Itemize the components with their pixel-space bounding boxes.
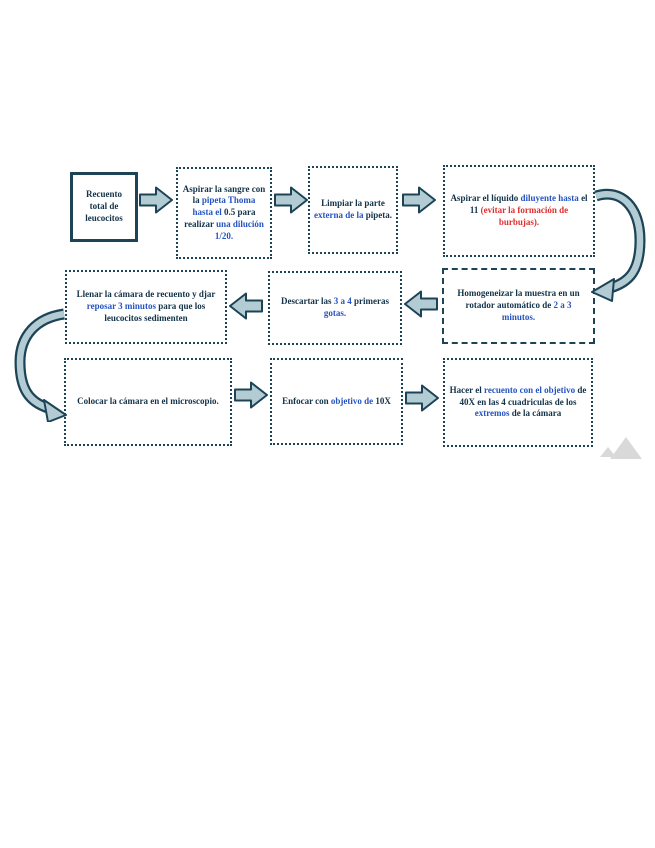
flow-step-llenar-camara-box: Llenar la cámara de recuento y djar repo… (65, 270, 227, 344)
flow-step-recuento-total-box: Recuento total de leucocitos (70, 172, 138, 242)
flow-step-homogeneizar-box: Homogeneizar la muestra en un rotador au… (442, 268, 595, 344)
flow-step-llenar-camara-text: Llenar la cámara de recuento y djar repo… (76, 289, 216, 323)
flow-step-enfocar-10x-box: Enfocar con objetivo de 10X (270, 358, 403, 445)
flow-step-colocar-camara-text: Colocar la cámara en el microscopio. (77, 396, 219, 407)
flow-arrow-right-icon (139, 186, 173, 214)
flow-step-homogeneizar-text: Homogeneizar la muestra en un rotador au… (457, 288, 580, 322)
flow-step-descartar-gotas-box: Descartar las 3 a 4 primeras gotas. (268, 271, 402, 345)
flow-step-aspirar-diluyente-text: Aspirar el líquido diluyente hasta el 11… (450, 193, 588, 227)
image-placeholder-mountains-icon (600, 437, 642, 459)
flow-arrow-right-icon (405, 384, 439, 412)
flow-arrow-left-icon (404, 290, 438, 318)
flow-step-aspirar-diluyente-box: Aspirar el líquido diluyente hasta el 11… (443, 165, 595, 257)
flow-step-recuento-40x-box: Hacer el recuento con el objetivo de 40X… (443, 358, 593, 447)
flow-step-enfocar-10x-text: Enfocar con objetivo de 10X (282, 395, 391, 406)
flow-step-limpiar-pipeta-box: Limpiar la parte externa de la pipeta. (308, 166, 398, 254)
flow-step-aspirar-sangre-text: Aspirar la sangre con la pipeta Thoma ha… (182, 183, 266, 241)
flow-arrow-left-icon (229, 292, 263, 320)
flow-step-aspirar-sangre-box: Aspirar la sangre con la pipeta Thoma ha… (176, 167, 272, 259)
flow-step-colocar-camara-box: Colocar la cámara en el microscopio. (64, 358, 232, 446)
flow-arrow-right-icon (234, 381, 268, 409)
curved-arrow-down-right-icon (14, 308, 67, 422)
flow-arrow-right-icon (274, 186, 308, 214)
flow-step-limpiar-pipeta-text: Limpiar la parte externa de la pipeta. (314, 198, 393, 220)
flow-step-recuento-40x-text: Hacer el recuento con el objetivo de 40X… (449, 384, 587, 419)
flow-step-descartar-gotas-text: Descartar las 3 a 4 primeras gotas. (280, 296, 390, 318)
flow-arrow-right-icon (402, 186, 436, 214)
curved-arrow-down-left-icon (591, 188, 646, 302)
flow-step-recuento-total-text: Recuento total de leucocitos (85, 189, 123, 223)
